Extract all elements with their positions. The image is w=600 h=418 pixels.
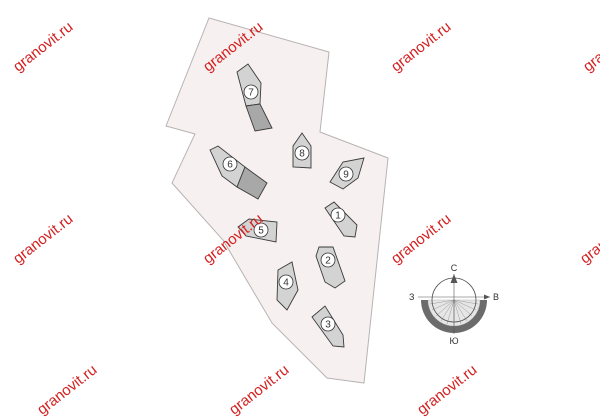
plot-1-number: 1 bbox=[335, 211, 341, 222]
plot-2-number: 2 bbox=[325, 256, 331, 267]
site-boundary bbox=[165, 17, 389, 384]
plot-7[interactable]: 7 bbox=[236, 63, 273, 132]
plot-8-marker bbox=[294, 145, 310, 161]
compass-north-needle bbox=[450, 274, 458, 283]
plot-5[interactable]: 5 bbox=[237, 218, 278, 243]
plot-4[interactable]: 4 bbox=[276, 261, 299, 311]
compass-west-label: З bbox=[409, 292, 414, 302]
plot-1-marker bbox=[330, 207, 346, 223]
plot-2[interactable]: 2 bbox=[315, 246, 346, 289]
plot-9-number: 9 bbox=[343, 170, 349, 181]
plot-8-number: 8 bbox=[299, 149, 305, 160]
compass-north-label: С bbox=[451, 263, 458, 273]
plot-5-marker bbox=[253, 222, 269, 238]
plot-6-lower bbox=[236, 166, 268, 200]
plot-9[interactable]: 9 bbox=[329, 157, 365, 190]
plot-7-marker bbox=[243, 84, 259, 100]
plot-1[interactable]: 1 bbox=[324, 201, 358, 238]
compass-east-label: В bbox=[493, 292, 499, 302]
compass-east-arrow bbox=[484, 294, 490, 300]
plot-3[interactable]: 3 bbox=[311, 305, 345, 348]
plot-8[interactable]: 8 bbox=[292, 132, 312, 169]
plot-6-marker bbox=[222, 156, 238, 172]
compass-outer-arc bbox=[421, 300, 487, 333]
plot-9-marker bbox=[338, 166, 354, 182]
plot-4-marker bbox=[278, 274, 294, 290]
plot-7-number: 7 bbox=[248, 88, 254, 99]
site-plan-map: 7 6 8 9 1 5 bbox=[10, 17, 600, 418]
compass-south-label: Ю bbox=[449, 336, 458, 346]
compass-rose-icon: С Ю В З bbox=[409, 263, 499, 346]
plot-7-lower bbox=[245, 103, 273, 132]
site-plan-svg: 7 6 8 9 1 5 bbox=[165, 17, 499, 384]
plot-4-number: 4 bbox=[283, 278, 289, 289]
plot-6[interactable]: 6 bbox=[209, 145, 268, 200]
plot-3-marker bbox=[320, 316, 336, 332]
plot-6-number: 6 bbox=[227, 160, 233, 171]
plot-3-number: 3 bbox=[325, 320, 331, 331]
plot-5-number: 5 bbox=[258, 226, 264, 237]
plot-2-marker bbox=[320, 252, 336, 268]
